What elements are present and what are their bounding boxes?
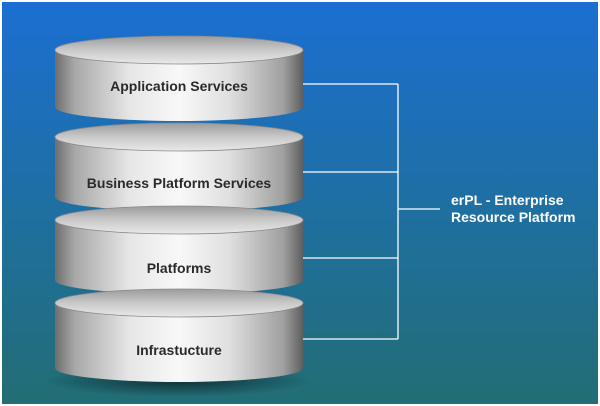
group-label-line-2: Resource Platform	[451, 209, 575, 225]
group-bracket	[303, 83, 440, 340]
layer-disk-infrastructure: Infrastucture	[54, 288, 304, 382]
layer-disk-business-platform-services: Business Platform Services	[54, 122, 304, 211]
layer-label-infrastructure: Infrastucture	[136, 342, 222, 358]
layer-label-business-platform-services: Business Platform Services	[87, 175, 272, 191]
group-label-line-1: erPL - Enterprise	[451, 192, 564, 208]
group-label: erPL - Enterprise Resource Platform	[451, 192, 575, 225]
layer-label-platforms: Platforms	[147, 260, 212, 276]
layer-label-application-services: Application Services	[110, 78, 248, 94]
layer-disk-platforms: Platforms	[54, 205, 304, 294]
layer-disk-application-services: Application Services	[54, 35, 304, 121]
